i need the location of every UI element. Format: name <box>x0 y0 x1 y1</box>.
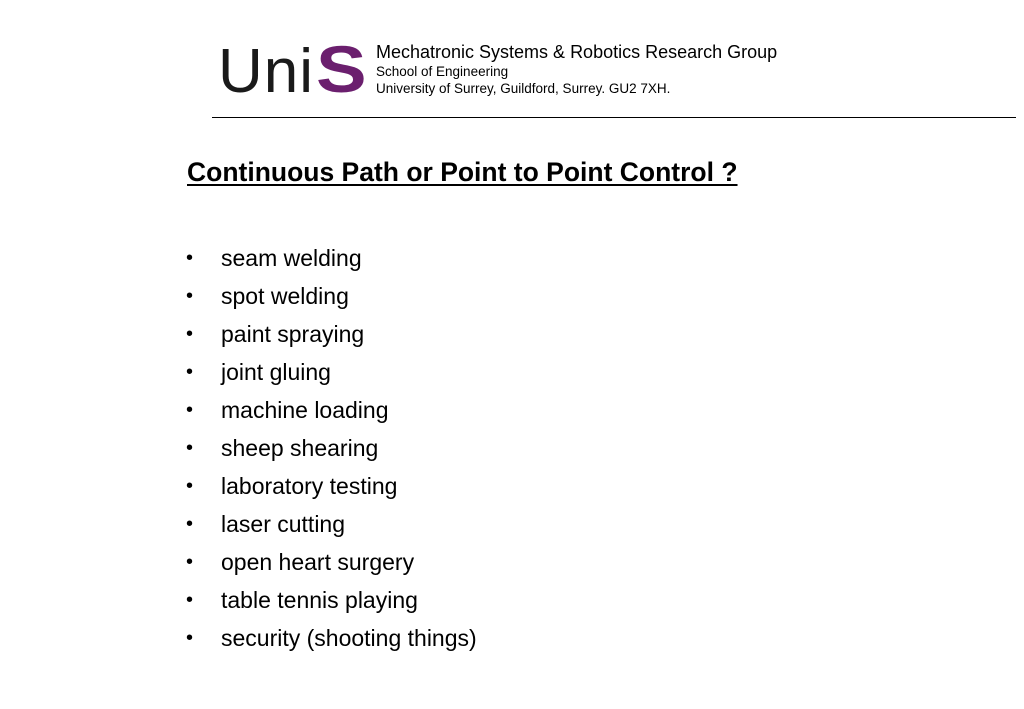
bullet-icon: • <box>186 398 194 421</box>
header-divider <box>212 117 1016 118</box>
list-item: • paint spraying <box>186 315 477 353</box>
list-item: • laboratory testing <box>186 467 477 505</box>
slide-header: Uni S Mechatronic Systems & Robotics Res… <box>0 0 1024 120</box>
bullet-icon: • <box>186 474 194 497</box>
bullet-icon: • <box>186 550 194 573</box>
list-item-label: laser cutting <box>221 510 346 537</box>
bullet-icon: • <box>186 512 194 535</box>
list-item-label: seam welding <box>221 244 362 271</box>
list-item-label: paint spraying <box>221 320 365 347</box>
list-item-label: machine loading <box>221 396 389 423</box>
list-item: • spot welding <box>186 277 477 315</box>
list-item-label: spot welding <box>221 282 349 309</box>
bullet-icon: • <box>186 284 194 307</box>
research-group-name: Mechatronic Systems & Robotics Research … <box>376 42 778 62</box>
university-address: University of Surrey, Guildford, Surrey.… <box>376 80 671 96</box>
list-item: • open heart surgery <box>186 543 477 581</box>
bullet-icon: • <box>186 626 194 649</box>
list-item: • seam welding <box>186 239 477 277</box>
unis-logo: Uni S <box>218 36 367 106</box>
bullet-icon: • <box>186 436 194 459</box>
bullet-icon: • <box>186 360 194 383</box>
list-item: • laser cutting <box>186 505 477 543</box>
application-list: • seam welding • spot welding • paint spray… <box>186 239 477 657</box>
bullet-icon: • <box>186 588 194 611</box>
list-item: • joint gluing <box>186 353 477 391</box>
slide-title: Continuous Path or Point to Point Contro… <box>187 157 738 187</box>
logo-text-uni: Uni <box>218 37 315 106</box>
list-item: • security (shooting things) <box>186 619 477 657</box>
list-item: • machine loading <box>186 391 477 429</box>
bullet-icon: • <box>186 322 194 345</box>
research-group-info: Mechatronic Systems & Robotics Research … <box>376 43 777 98</box>
list-item-label: table tennis playing <box>221 586 418 613</box>
list-item-label: security (shooting things) <box>221 624 477 651</box>
list-item-label: joint gluing <box>221 358 331 385</box>
list-item-label: sheep shearing <box>221 434 379 461</box>
bullet-icon: • <box>186 246 194 269</box>
school-name: School of Engineering <box>376 64 509 79</box>
list-item-label: laboratory testing <box>221 472 398 499</box>
list-item: • table tennis playing <box>186 581 477 619</box>
list-item-label: open heart surgery <box>221 548 415 575</box>
list-item: • sheep shearing <box>186 429 477 467</box>
logo-text-s: S <box>316 32 367 106</box>
